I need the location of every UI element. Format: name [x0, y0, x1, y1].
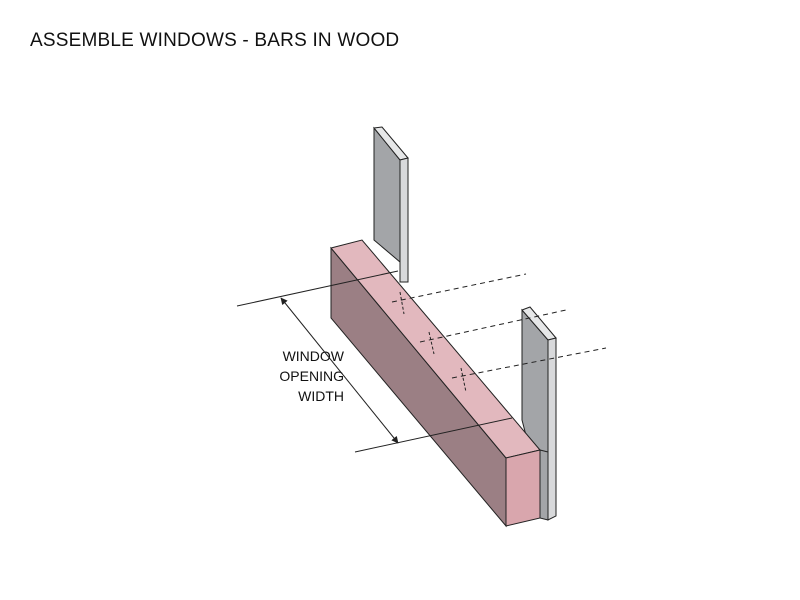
back-panel-side — [399, 157, 409, 283]
dimension-extension-lines — [236, 270, 513, 453]
wood-bar-end-face — [505, 449, 541, 527]
bar-cross-marks — [399, 291, 467, 393]
bar-centerlines — [391, 273, 607, 379]
bar-centerline-1 — [391, 273, 527, 303]
back-window-panel — [373, 126, 409, 283]
cross-mark-3-v — [460, 367, 467, 393]
bar-centerline-2 — [419, 309, 567, 343]
bar-centerline-3 — [451, 347, 607, 379]
front-panel-lower-face — [539, 449, 549, 521]
wood-bar — [330, 239, 541, 528]
extension-line-top — [236, 270, 399, 307]
front-panel-side — [547, 337, 557, 521]
cross-mark-2-v — [428, 331, 435, 355]
cross-mark-1-v — [399, 291, 405, 315]
window-opening-width-dimension-line — [280, 297, 399, 444]
extension-line-bottom — [354, 417, 513, 453]
diagram-title: ASSEMBLE WINDOWS - BARS IN WOOD — [30, 30, 400, 51]
